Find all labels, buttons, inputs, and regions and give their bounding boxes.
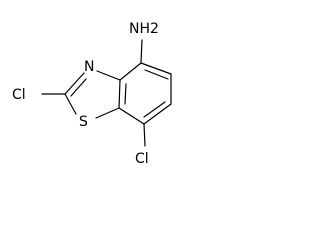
bond-c4-amine [140,39,143,64]
bond-c7-chloro [143,123,146,147]
bond-layer [41,39,172,147]
molecule-drawing: NH2 N S Cl Cl [12,21,172,167]
structure-diagram: NH2 N S Cl Cl [0,0,189,178]
bond-c6-c7-inner [143,101,166,118]
bond-s1-c7a [95,107,120,119]
bond-n3-c2 [64,72,85,95]
bond-c7-c7a [118,107,145,125]
chloro-c7-label: Cl [135,151,149,167]
bond-n3-c2-inner [70,78,87,97]
chloro-c2-label: Cl [12,87,26,103]
bond-c7a-c3a [118,79,121,109]
atom-label-layer: NH2 N S Cl Cl [12,21,159,167]
bond-c4-c5 [140,62,172,75]
bond-c3a-n3 [96,70,121,81]
nitrogen-label: N [84,59,94,75]
amine-label: NH2 [129,21,159,37]
bond-c4-c5-inner [144,69,169,80]
bond-c3a-c4 [119,62,142,81]
bond-c6-c7 [143,103,172,125]
bond-c2-s1 [64,93,77,115]
sulfur-label: S [79,114,88,130]
bond-c7a-c3a-inner [124,83,127,105]
